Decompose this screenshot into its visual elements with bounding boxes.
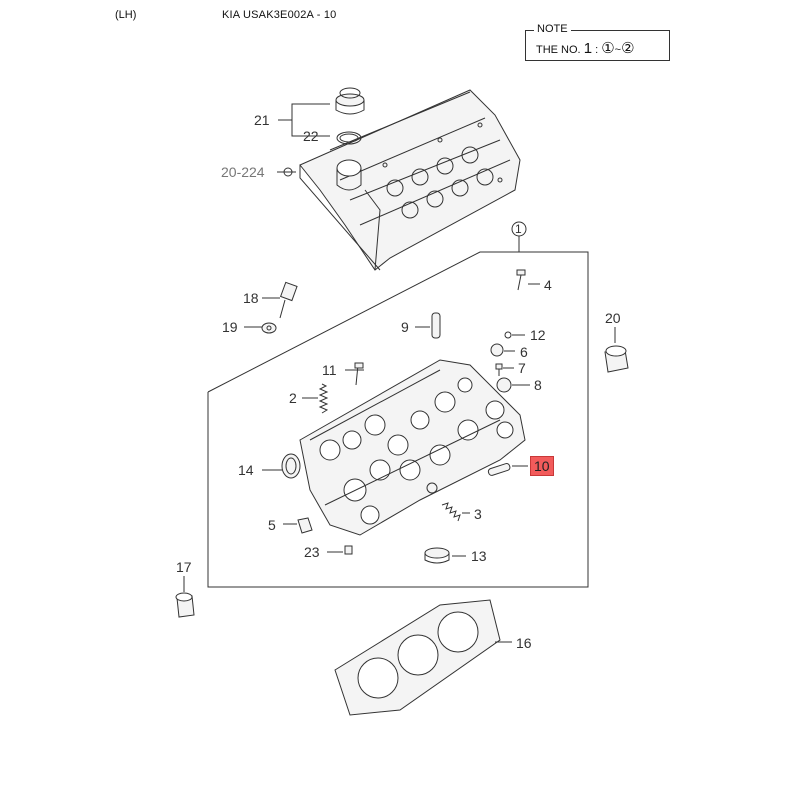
callout-5: 5 bbox=[268, 517, 276, 533]
callout-7: 7 bbox=[518, 360, 526, 376]
part-7-bolt bbox=[495, 363, 514, 376]
part-8-cap bbox=[496, 377, 530, 393]
part-3-spring bbox=[441, 502, 461, 522]
note-colon: : bbox=[595, 44, 599, 56]
callout-19: 19 bbox=[222, 319, 238, 335]
callout-14: 14 bbox=[238, 462, 254, 478]
part-9-pin bbox=[415, 312, 441, 339]
callout-4: 4 bbox=[544, 277, 552, 293]
note-title: NOTE bbox=[534, 23, 571, 35]
assembly-frame bbox=[207, 251, 589, 588]
callout-3: 3 bbox=[474, 506, 482, 522]
part-5-plug bbox=[283, 517, 313, 534]
part-23-bolt bbox=[327, 545, 353, 555]
callout-22: 22 bbox=[303, 128, 319, 144]
callout-17: 17 bbox=[176, 559, 192, 575]
note-text: THE NO. 1 : ①~② bbox=[536, 39, 635, 57]
callout-21: 21 bbox=[254, 112, 270, 128]
filler-cap-gasket-drawing bbox=[336, 131, 362, 145]
side-label: (LH) bbox=[115, 9, 137, 21]
reference-20-224[interactable]: 20-224 bbox=[221, 164, 265, 180]
callout-2: 2 bbox=[289, 390, 297, 406]
part-18-stud bbox=[262, 281, 298, 319]
part-6-bracket bbox=[490, 343, 515, 357]
part-13-cup bbox=[424, 547, 466, 564]
callout-8: 8 bbox=[534, 377, 542, 393]
part-2-spring bbox=[318, 383, 329, 414]
callout-13: 13 bbox=[471, 548, 487, 564]
part-19-washer bbox=[244, 322, 277, 334]
note-number: 1 bbox=[583, 40, 593, 57]
part-4-bolt bbox=[516, 269, 540, 291]
part-10-pipe bbox=[487, 463, 528, 476]
rocker-cover-drawing bbox=[299, 89, 521, 271]
cylinder-head-drawing bbox=[299, 359, 526, 536]
part-20-ring bbox=[604, 327, 629, 373]
part-11-bolt bbox=[345, 362, 364, 386]
callout-20: 20 bbox=[605, 310, 621, 326]
callout-23: 23 bbox=[304, 544, 320, 560]
part-17-ring bbox=[175, 576, 195, 618]
callout-11: 11 bbox=[322, 362, 337, 378]
callout-12: 12 bbox=[530, 327, 546, 343]
note-range-end: ② bbox=[621, 40, 635, 57]
callout-6: 6 bbox=[520, 344, 528, 360]
callout-16: 16 bbox=[516, 635, 532, 651]
note-box: NOTE THE NO. 1 : ①~② bbox=[525, 23, 670, 61]
callout-1: 1 bbox=[515, 222, 522, 236]
callout-10-highlighted[interactable]: 10 bbox=[530, 456, 554, 476]
callout-18: 18 bbox=[243, 290, 259, 306]
part-14-ring bbox=[262, 453, 301, 479]
part-12-seal bbox=[504, 331, 525, 339]
note-prefix: THE NO. bbox=[536, 44, 581, 56]
diagram-code: KIA USAK3E002A - 10 bbox=[222, 9, 337, 21]
note-range-start: ① bbox=[601, 40, 615, 57]
oil-filler-cap-drawing bbox=[335, 87, 365, 115]
note-range-sep: ~ bbox=[614, 44, 622, 56]
callout-9: 9 bbox=[401, 319, 409, 335]
part-16-head-gasket bbox=[334, 599, 512, 716]
